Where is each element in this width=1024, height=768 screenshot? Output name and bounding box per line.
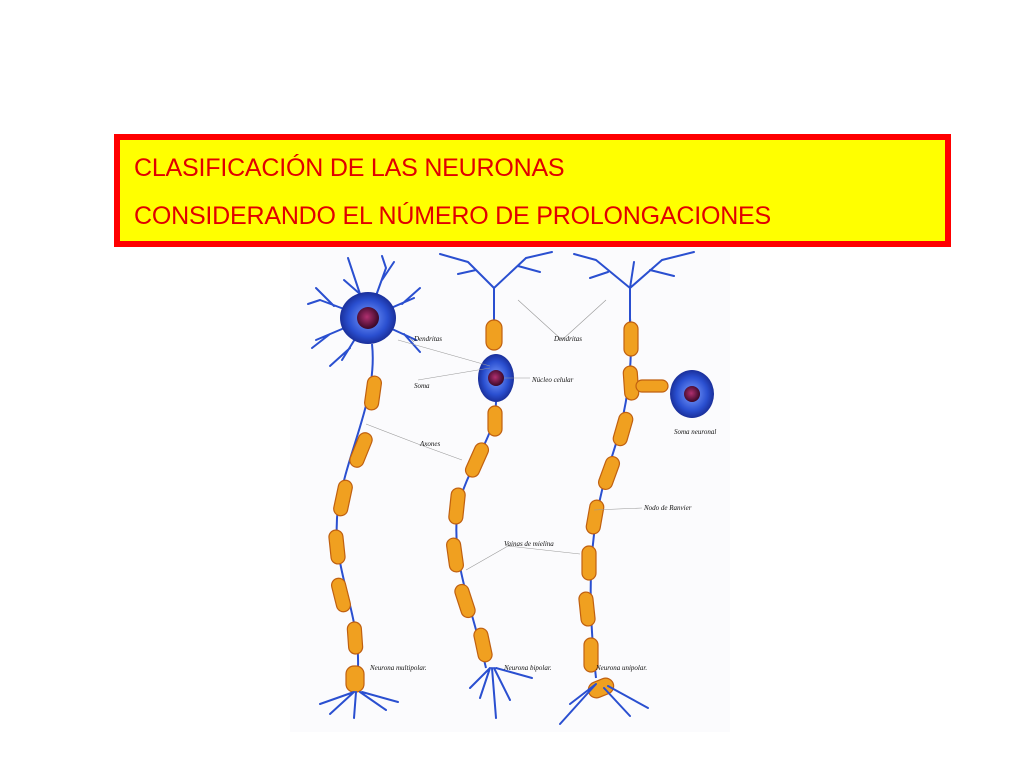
unipolar-terminals [559, 683, 649, 725]
bipolar-myelin [446, 405, 503, 663]
unipolar-dendrites [573, 251, 695, 323]
label-soma-neuronal: Soma neuronal [674, 428, 716, 436]
label-nucleo: Núcleo celular [531, 376, 574, 384]
label-bipolar: Neurona bipolar. [503, 664, 552, 672]
label-unipolar: Neurona unipolar. [595, 664, 647, 672]
label-multipolar: Neurona multipolar. [369, 664, 427, 672]
label-vainas: Vainas de mielina [504, 540, 554, 548]
bipolar-dendrites [439, 251, 553, 323]
label-soma: Soma [414, 382, 430, 390]
multipolar-myelin [328, 375, 382, 693]
multipolar-terminals [319, 691, 399, 719]
title-box: CLASIFICACIÓN DE LAS NEURONAS CONSIDERAN… [114, 134, 951, 247]
multipolar-neuron [307, 255, 421, 719]
neuron-diagram: Dendritas Dendritas Soma Núcleo celular … [290, 248, 730, 732]
title-line-2: CONSIDERANDO EL NÚMERO DE PROLONGACIONES [134, 202, 772, 230]
label-axones: Axones [419, 440, 440, 448]
bipolar-neuron [439, 251, 553, 719]
leader-lines [365, 299, 643, 571]
label-nodo-ranvier: Nodo de Ranvier [643, 504, 692, 512]
unipolar-nucleus [684, 386, 700, 402]
unipolar-neuron [559, 251, 714, 725]
bipolar-upper-myelin [485, 319, 503, 351]
multipolar-nucleus [357, 307, 379, 329]
label-dendritas-2: Dendritas [553, 335, 582, 343]
label-dendritas-1: Dendritas [413, 335, 442, 343]
bipolar-terminals [469, 667, 533, 719]
title-line-1: CLASIFICACIÓN DE LAS NEURONAS [134, 154, 565, 182]
unipolar-branch-myelin [635, 379, 669, 393]
bipolar-nucleus [488, 370, 504, 386]
